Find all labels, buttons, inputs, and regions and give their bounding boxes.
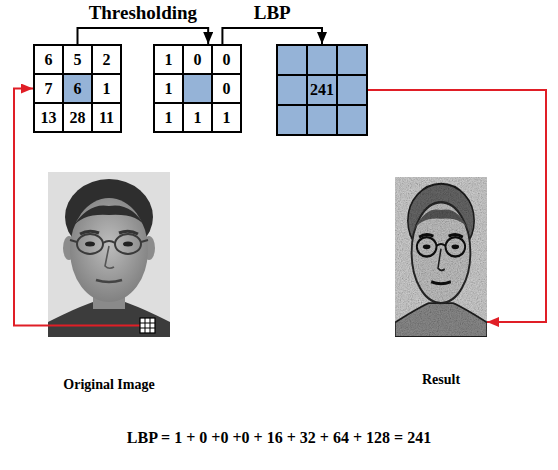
grid-cell <box>338 46 366 74</box>
grid-cell: 6 <box>35 46 62 73</box>
grid-cell <box>278 106 306 134</box>
pixel-value: 241 <box>310 82 334 98</box>
step-label: Thresholding <box>89 3 197 24</box>
glasses <box>77 234 103 254</box>
pixel-value: 0 <box>223 81 231 97</box>
pixel-value: 28 <box>70 110 86 126</box>
step-label: LBP <box>254 3 291 24</box>
grid-cell <box>308 46 336 74</box>
flow-arrow <box>368 90 546 322</box>
grid-cell <box>338 106 366 134</box>
grid-cell: 2 <box>93 46 120 73</box>
face-photo <box>48 172 170 337</box>
pixel-value: 2 <box>103 52 111 68</box>
grid-cell: 0 <box>184 46 211 73</box>
grid-cell <box>278 76 306 104</box>
grid-icon <box>140 318 155 333</box>
grid-cell: 1 <box>155 104 182 131</box>
grid-cell: 7 <box>35 75 62 102</box>
grid-cell <box>338 76 366 104</box>
formula-text: LBP = 1 + 0 +0 +0 + 16 + 32 + 64 + 128 =… <box>127 428 431 447</box>
grid-cell: 0 <box>213 75 240 102</box>
pixel-value: 0 <box>223 52 231 68</box>
mouth <box>96 280 122 282</box>
photo-ground <box>48 172 170 337</box>
grid-cell: 1 <box>155 75 182 102</box>
pixel-value: 7 <box>45 81 53 97</box>
grid-cell: 11 <box>93 104 120 131</box>
pixel-value: 1 <box>223 110 231 126</box>
binary-grid: 1 0 0 1 0 1 1 1 <box>153 44 242 133</box>
glasses-frame <box>70 240 148 243</box>
nose <box>105 246 114 268</box>
lbp-grid: 241 <box>276 44 368 136</box>
image-caption: Result <box>395 372 487 389</box>
grid-cell: 1 <box>184 104 211 131</box>
glasses <box>115 234 141 254</box>
grid-cell: 1 <box>213 104 240 131</box>
pixel-value: 1 <box>165 110 173 126</box>
pixel-value: 6 <box>45 52 53 68</box>
leader-line <box>48 325 140 327</box>
pixel-value: 0 <box>194 52 202 68</box>
face-skin <box>70 198 148 302</box>
image-panel: Result <box>395 177 487 389</box>
grid-cell: 6 <box>64 75 91 102</box>
grid-cell: 5 <box>64 46 91 73</box>
grid-cell: 28 <box>64 104 91 131</box>
eye <box>123 242 133 247</box>
grid-cell: 13 <box>35 104 62 131</box>
pixel-value: 11 <box>99 110 114 126</box>
pixel-value: 1 <box>165 52 173 68</box>
pixel-value: 1 <box>194 110 202 126</box>
pixel-value: 13 <box>41 110 57 126</box>
pixel-value: 1 <box>165 81 173 97</box>
flow-arrow <box>78 28 209 44</box>
grid-cell: 1 <box>155 46 182 73</box>
pixel-value: 6 <box>74 81 82 97</box>
pixel-value: 5 <box>74 52 82 68</box>
grid-cell: 1 <box>93 75 120 102</box>
grid-cell <box>184 75 211 102</box>
pixel-grid: 6 5 2 7 6 1 13 28 11 <box>33 44 122 133</box>
flow-arrow <box>222 28 322 44</box>
grid-cell: 0 <box>213 46 240 73</box>
lbp-face-image <box>395 177 487 337</box>
fringe <box>72 205 146 228</box>
eye <box>85 242 95 247</box>
lbp-texture <box>395 177 487 337</box>
pixel-value: 1 <box>103 81 111 97</box>
grid-cell: 241 <box>308 76 336 104</box>
image-panel: Original Image <box>48 172 170 394</box>
grid-cell <box>308 106 336 134</box>
grid-cell <box>278 46 306 74</box>
image-caption: Original Image <box>48 377 170 394</box>
